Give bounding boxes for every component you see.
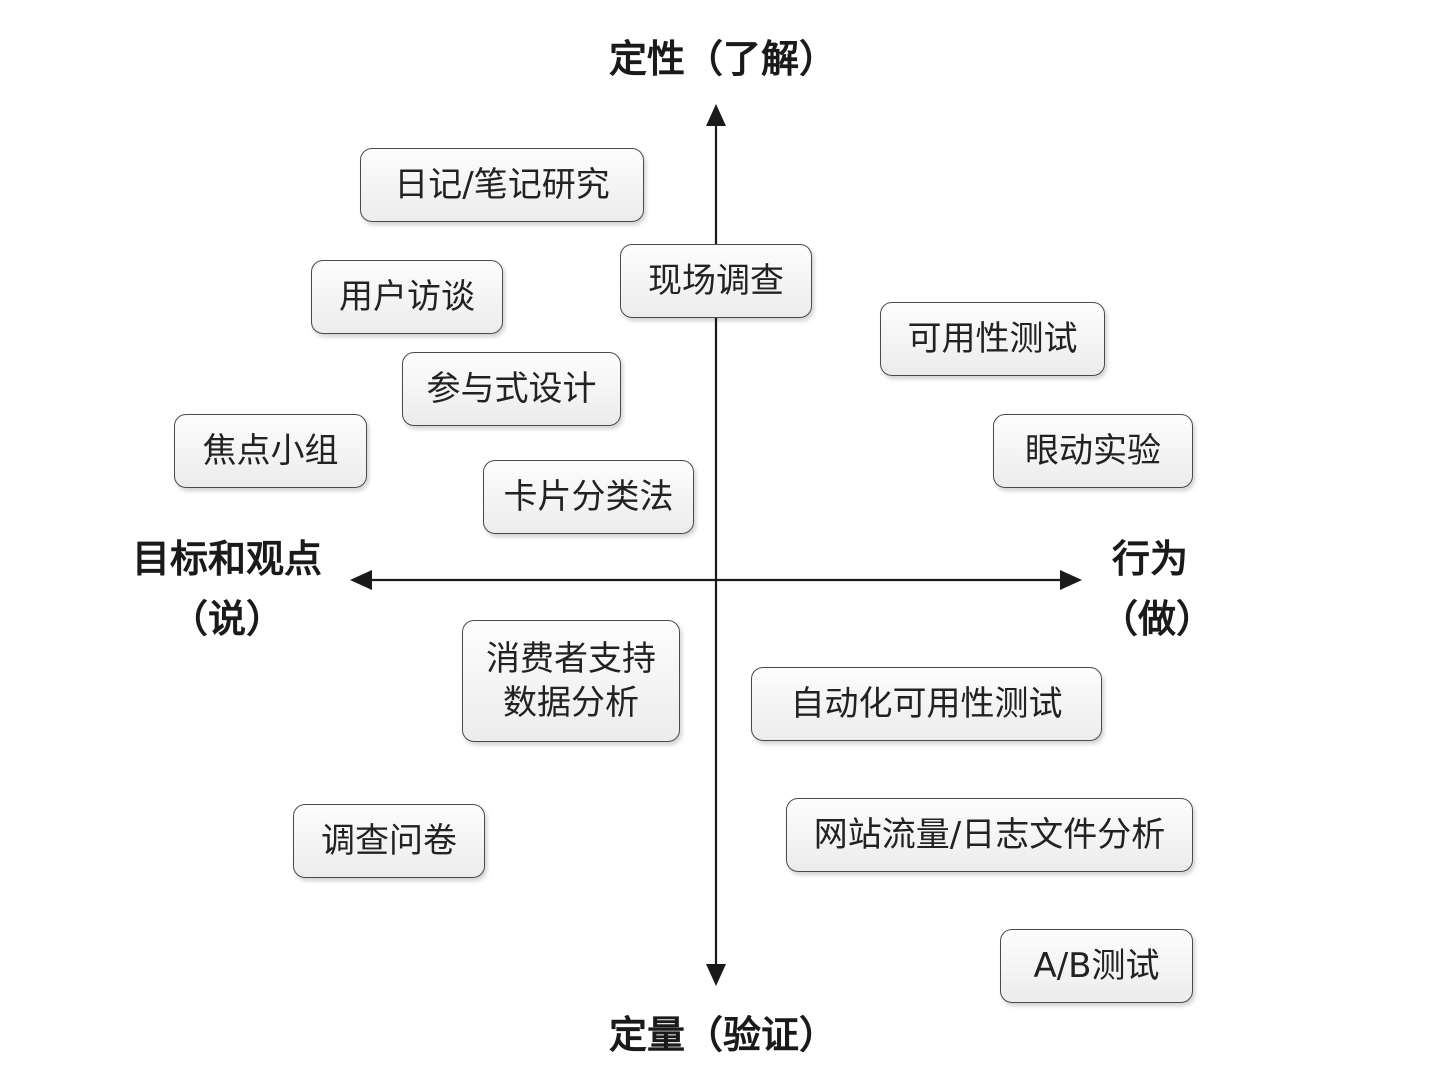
method-box-customer-support-data-line2: 数据分析 <box>503 683 639 723</box>
method-box-field-study: 现场调查 <box>620 244 812 318</box>
method-box-ab-testing: A/B测试 <box>1000 929 1193 1003</box>
axis-label-right: 行为 （做） <box>1100 537 1215 641</box>
method-box-eye-tracking: 眼动实验 <box>993 414 1193 488</box>
method-box-web-log-analysis: 网站流量/日志文件分析 <box>786 798 1193 872</box>
method-box-survey: 调查问卷 <box>293 804 485 878</box>
method-box-customer-support-data-line1: 消费者支持 <box>486 638 656 679</box>
axis-label-right-line1: 行为 <box>1111 537 1188 581</box>
axis-label-left-line2: （说） <box>169 597 284 641</box>
method-box-automated-usability-testing: 自动化可用性测试 <box>751 667 1102 741</box>
method-box-diary-study: 日记/笔记研究 <box>360 148 644 222</box>
vertical-axis-bottom-arrow <box>706 964 726 986</box>
method-box-customer-support-data: 消费者支持 数据分析 <box>462 620 680 742</box>
method-box-participatory-design: 参与式设计 <box>402 352 621 426</box>
axis-label-left-line1: 目标和观点 <box>131 537 322 581</box>
vertical-axis-top-arrow <box>706 104 726 126</box>
axis-label-left: 目标和观点 （说） <box>122 540 332 638</box>
axis-label-right-line2: （做） <box>1100 597 1215 641</box>
method-box-user-interview: 用户访谈 <box>311 260 503 334</box>
axis-label-bottom: 定量（验证） <box>608 1013 837 1057</box>
method-box-card-sorting: 卡片分类法 <box>483 460 694 534</box>
method-box-focus-group: 焦点小组 <box>174 414 367 488</box>
horizontal-axis-left-arrow <box>350 570 372 590</box>
axis-label-top: 定性（了解） <box>608 37 837 81</box>
horizontal-axis-right-arrow <box>1060 570 1082 590</box>
method-box-usability-testing: 可用性测试 <box>880 302 1105 376</box>
